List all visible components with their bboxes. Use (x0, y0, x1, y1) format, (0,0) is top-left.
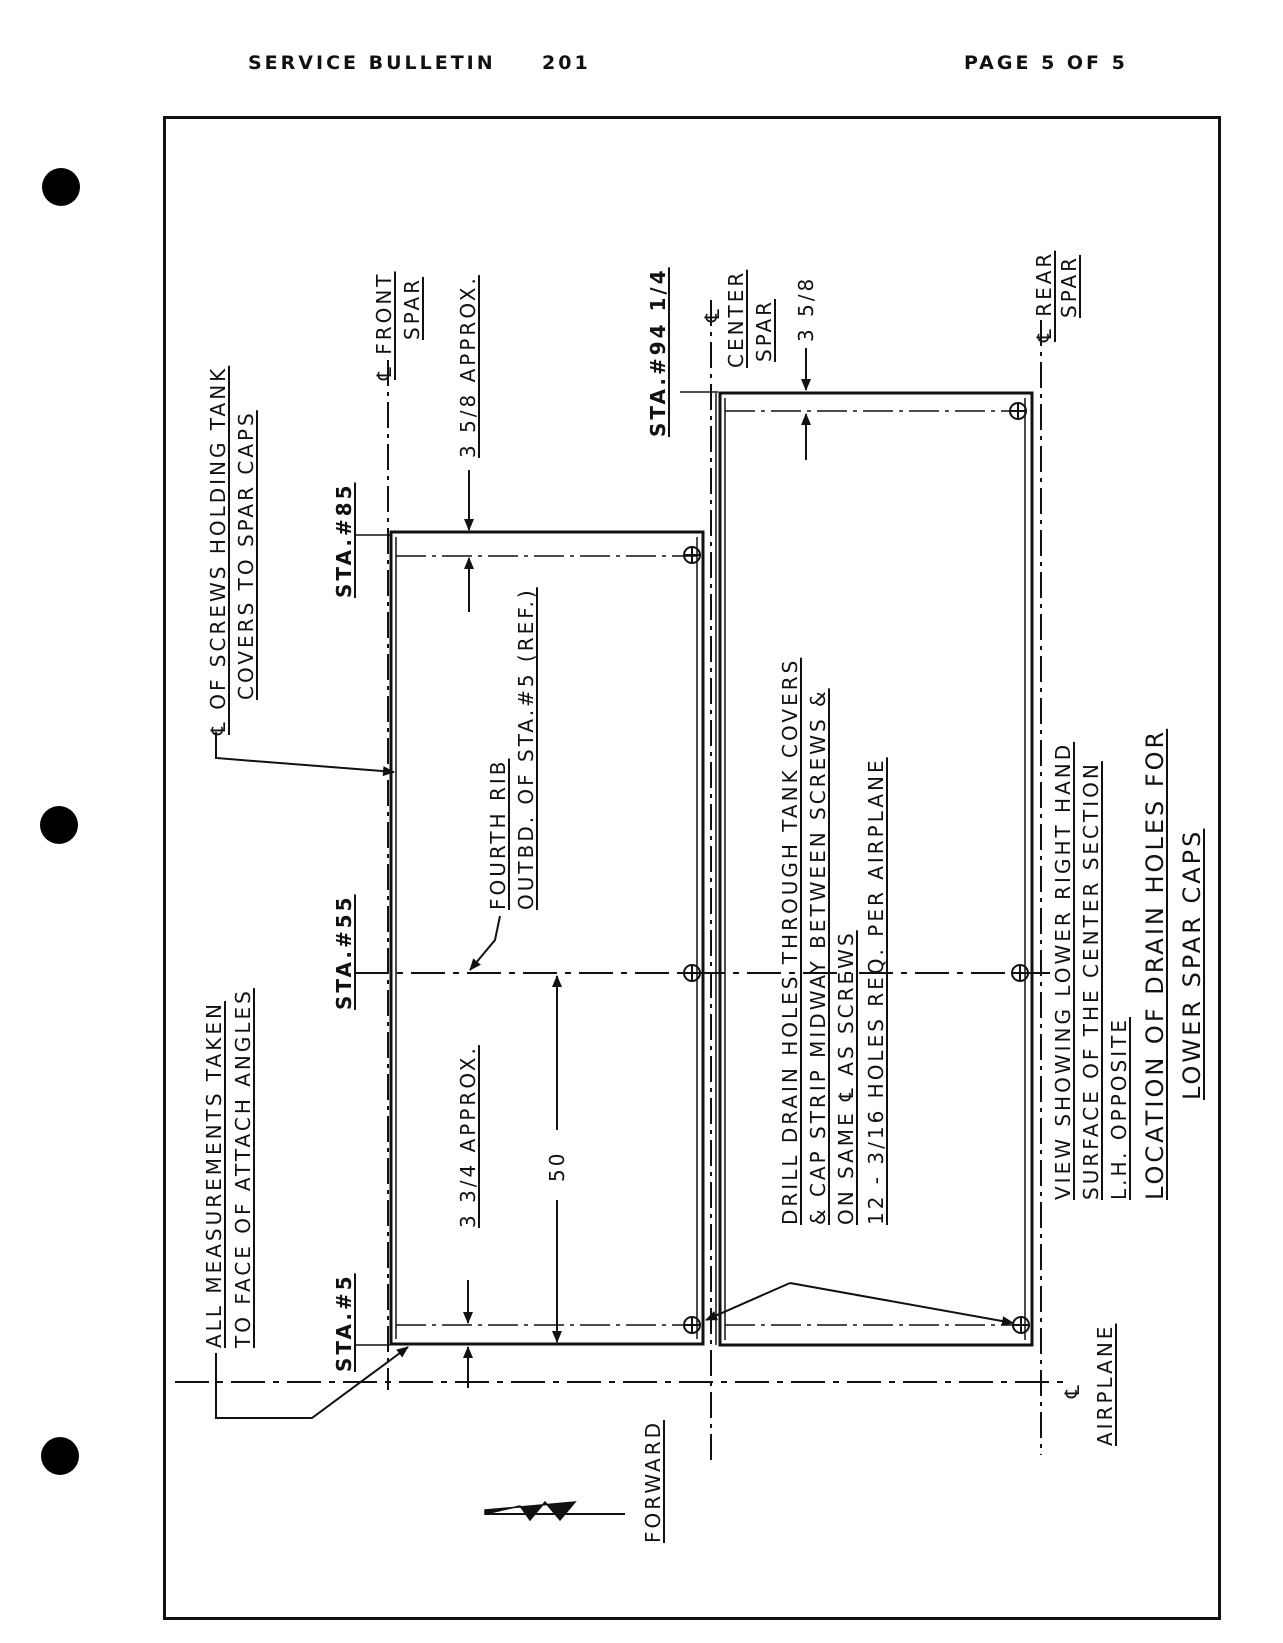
forward-label: FORWARD (641, 1420, 665, 1543)
drawing-title-line1: LOCATION OF DRAIN HOLES FOR (1141, 728, 1169, 1200)
drain-hole (683, 964, 701, 982)
drain-hole (683, 546, 701, 564)
sta85-label: STA.#85 (332, 482, 356, 598)
center-spar-cl-symbol: ℄ (700, 306, 724, 322)
note-screws-line2: COVERS TO SPAR CAPS (234, 410, 258, 700)
center-spar-label: CENTER (724, 269, 748, 368)
airplane-centerline-label: AIRPLANE (1093, 1323, 1117, 1446)
drain-leader (705, 1282, 791, 1321)
drain-hole (1011, 964, 1029, 982)
rear-spar-label: ℄ REAR (1032, 250, 1056, 342)
dim-50: 50 (545, 1150, 569, 1182)
forward-arrow-icon (484, 1500, 625, 1522)
rear-spar-label-2: SPAR (1057, 254, 1081, 318)
drawing-frame (163, 116, 1221, 1620)
page-number: PAGE 5 OF 5 (964, 52, 1128, 74)
note-measurements-line1: ALL MEASUREMENTS TAKEN (202, 1001, 226, 1348)
punch-hole-middle (40, 806, 78, 844)
dim-3-5-8: 3 5/8 (794, 275, 818, 342)
bulletin-title: SERVICE BULLETIN (248, 52, 496, 74)
sta94-label: STA.#94 1/4 (646, 267, 670, 437)
rear-tank-cover (718, 391, 1034, 1347)
bulletin-number: 201 (542, 52, 591, 74)
dim-3-3-4-approx: 3 3/4 APPROX. (456, 1045, 480, 1228)
note-measurements-line2: TO FACE OF ATTACH ANGLES (231, 988, 255, 1348)
punch-hole-bottom (41, 1437, 79, 1475)
rib-leader (469, 915, 501, 971)
punch-hole-top (42, 168, 80, 206)
drain-hole (683, 1316, 701, 1334)
center-spar-label-2: SPAR (752, 298, 776, 362)
front-tank-cover (389, 530, 705, 1346)
view-note-line1: VIEW SHOWING LOWER RIGHT HAND (1051, 741, 1075, 1200)
screws-leader (215, 732, 395, 777)
note-screws-line1: ℄ OF SCREWS HOLDING TANK (206, 365, 230, 735)
drain-hole (1012, 1316, 1030, 1334)
measurements-leader (215, 1346, 409, 1419)
front-spar-label-2: SPAR (400, 276, 424, 340)
drill-note-line3: ON SAME ℄ AS SCREWS (834, 930, 858, 1225)
sta5-label: STA.#5 (332, 1273, 356, 1372)
drawing-title-line2: LOWER SPAR CAPS (1178, 828, 1206, 1100)
sta55-label: STA.#55 (332, 894, 356, 1010)
dim-3-5-8-approx: 3 5/8 APPROX. (456, 275, 480, 458)
drill-note-line1: DRILL DRAIN HOLES THROUGH TANK COVERS (778, 657, 802, 1225)
front-spar-label: ℄ FRONT (372, 271, 396, 380)
rib-note-line2: OUTBD. OF STA.#5 (REF.) (514, 587, 538, 910)
rib-note-line1: FOURTH RIB (486, 758, 510, 910)
drain-hole (1009, 402, 1027, 420)
view-note-line3: L.H. OPPOSITE (1107, 1017, 1131, 1200)
drill-note-line4: 12 - 3/16 HOLES REQ. PER AIRPLANE (864, 757, 888, 1225)
airplane-cl-symbol: ℄ (1060, 1382, 1084, 1398)
drain-leader (789, 1282, 1014, 1326)
view-note-line2: SURFACE OF THE CENTER SECTION (1079, 761, 1103, 1200)
drill-note-line2: & CAP STRIP MIDWAY BETWEEN SCREWS & (806, 688, 830, 1225)
